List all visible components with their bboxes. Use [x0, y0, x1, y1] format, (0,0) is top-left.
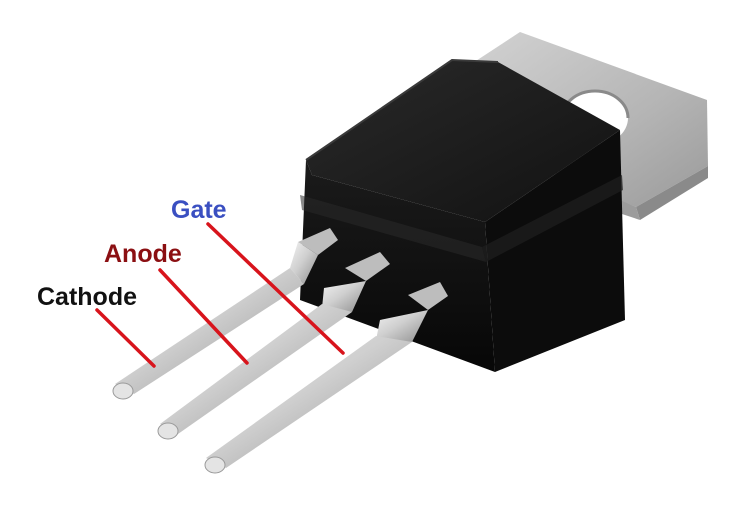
package-body	[300, 58, 625, 372]
cathode-label: Cathode	[37, 283, 137, 311]
anode-label: Anode	[104, 240, 182, 268]
leader-lines	[95, 222, 345, 368]
gate-leader-line	[206, 222, 345, 355]
gate-pin	[204, 282, 448, 474]
pins	[112, 228, 448, 474]
cathode-pin	[112, 228, 338, 400]
gate-label: Gate	[171, 196, 227, 224]
anode-pin	[157, 252, 390, 440]
anode-leader-line	[158, 268, 249, 365]
cathode-leader-line	[95, 308, 156, 368]
